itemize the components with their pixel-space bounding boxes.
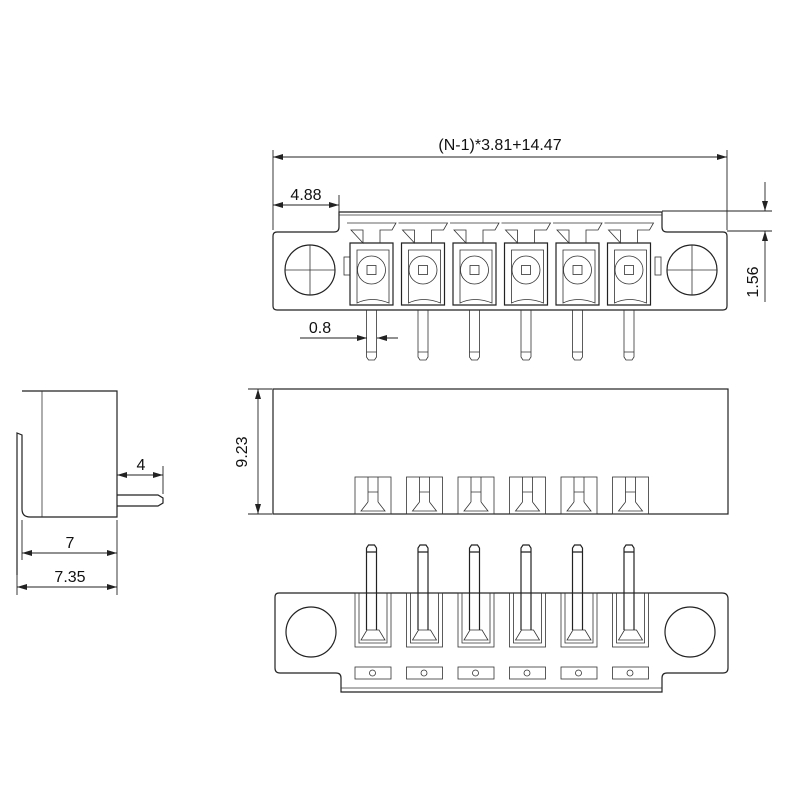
side-view: 4 7 7.35 bbox=[16, 390, 164, 595]
dim-height-label: 9.23 bbox=[234, 436, 251, 467]
side-view-body bbox=[16, 390, 118, 575]
terminal-bottom bbox=[612, 544, 649, 680]
dim-pin-width-label: 0.8 bbox=[309, 320, 331, 337]
terminal-bottom bbox=[406, 544, 443, 680]
bottom-view-body bbox=[274, 592, 729, 693]
latch-left bbox=[343, 256, 351, 276]
dim-flange-offset-label: 4.88 bbox=[290, 187, 321, 204]
front-view: 9.23 bbox=[234, 388, 729, 515]
terminal-front bbox=[509, 476, 546, 515]
front-view-body bbox=[272, 388, 729, 515]
dim-top-step-label: 1.56 bbox=[745, 266, 762, 297]
terminal-front bbox=[560, 476, 598, 515]
terminal-front bbox=[354, 476, 392, 515]
terminal-top bbox=[501, 222, 552, 361]
terminal-top bbox=[604, 222, 655, 361]
mount-hole-left bbox=[284, 244, 336, 296]
dim-depth-total-label: 7.35 bbox=[54, 569, 85, 586]
terminal-bottom bbox=[457, 544, 495, 680]
mount-hole-left bbox=[285, 606, 337, 658]
top-view-body bbox=[272, 211, 728, 311]
dim-depth-body-label: 7 bbox=[66, 535, 75, 552]
terminal-front bbox=[457, 476, 495, 515]
terminal-bottom bbox=[509, 544, 546, 680]
top-view: (N-1)*3.81+14.47 4.88 1.56 0.8 bbox=[272, 137, 772, 361]
terminal-front bbox=[406, 476, 443, 515]
terminal-top bbox=[398, 222, 449, 361]
mount-hole-right bbox=[664, 606, 716, 658]
terminal-top bbox=[347, 222, 397, 361]
terminal-top bbox=[450, 222, 500, 361]
dim-pin-protrusion-label: 4 bbox=[137, 457, 146, 474]
latch-right bbox=[654, 256, 662, 276]
dim-overall-length-label: (N-1)*3.81+14.47 bbox=[438, 137, 561, 154]
mount-hole-right bbox=[666, 244, 718, 296]
terminal-top bbox=[553, 222, 603, 361]
terminal-front bbox=[612, 476, 649, 515]
terminal-bottom bbox=[560, 544, 598, 680]
terminal-bottom bbox=[354, 544, 392, 680]
side-pin bbox=[117, 494, 164, 507]
bottom-view bbox=[274, 544, 729, 693]
